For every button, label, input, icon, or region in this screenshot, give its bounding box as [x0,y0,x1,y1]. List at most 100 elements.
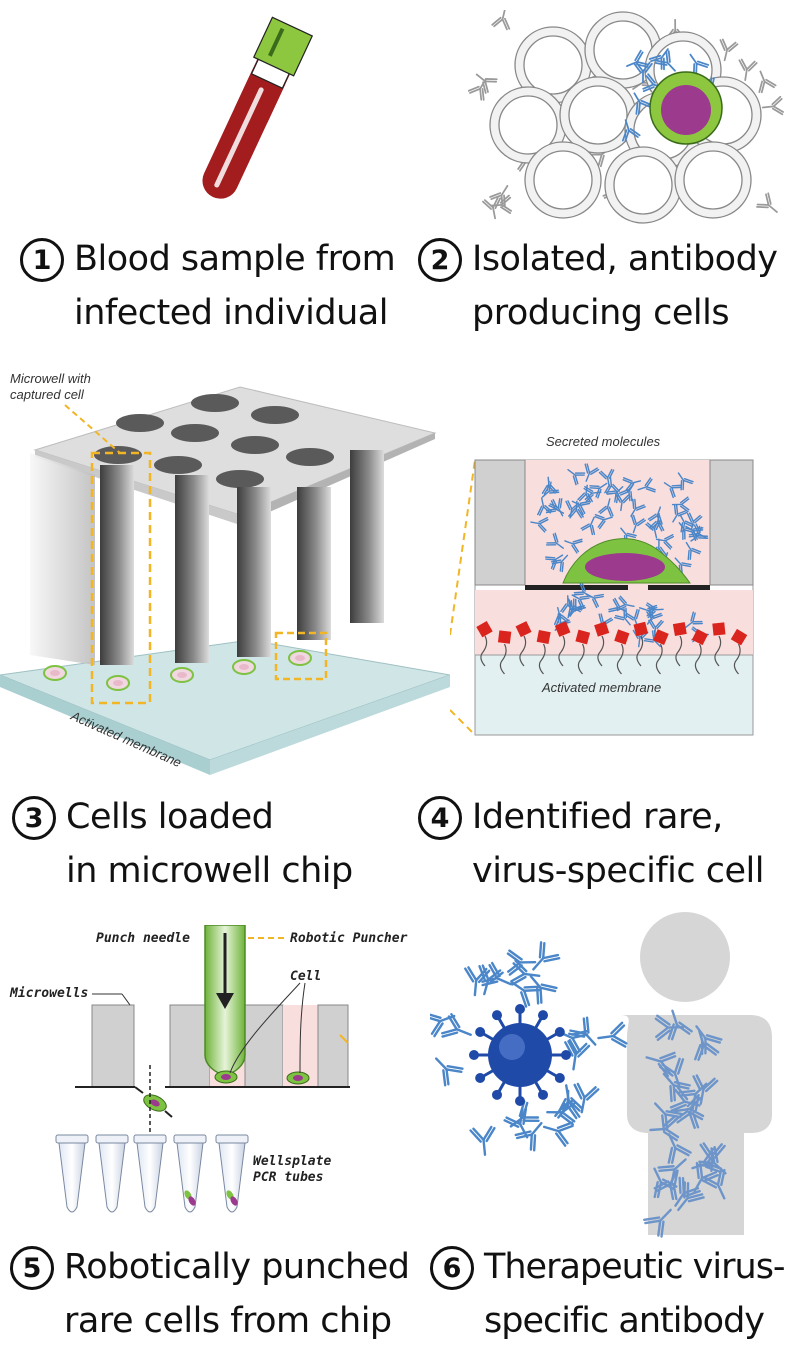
antibody-icon [648,513,665,532]
antibody-icon [514,1121,543,1152]
capture-marker [536,629,551,675]
antibody-icon [529,975,558,1005]
antibody-icon [630,514,646,534]
microwell-wall [244,1004,284,1088]
pcr-tube-icon [95,1134,129,1213]
wellsplate-label: Wellsplate [253,1154,331,1169]
captured-cell [106,675,130,691]
step-number: 1 [20,238,64,282]
step-6: 6 Therapeutic virus- specific antibody [430,1240,786,1348]
step-4: 4 Identified rare, virus-specific cell [418,790,764,898]
pcr-tube-icon [215,1134,249,1213]
antibody-icon [663,482,682,499]
capture-marker [476,620,493,667]
step-number: 3 [12,796,56,840]
microwells-label: Microwells [9,986,88,1001]
microwell-hole [286,448,334,466]
microwell-column [297,487,331,640]
antibody-icon [648,619,664,638]
antibody-icon [532,941,561,971]
antibody-icon [551,554,569,573]
capture-marker [653,629,669,675]
blood-tube-figure [202,16,314,199]
cell [514,26,592,104]
antibody-icon [630,498,646,517]
antibody-icon [614,607,631,626]
punch-needle [204,925,246,1076]
captured-cell [170,667,194,683]
membrane-label: Activated membrane [541,680,661,695]
cell-label: Cell [290,969,321,984]
step-number: 2 [418,238,462,282]
antibody-icon [695,1025,723,1056]
antibody-icon [756,192,778,213]
well-wall-left [474,459,526,586]
antibody-icon [530,517,549,533]
step-5: 5 Robotically punched rare cells from ch… [10,1240,410,1348]
antibody-icon [654,1014,685,1041]
antibody-icon [489,184,509,208]
antibody-icon [686,512,703,531]
antibody-icon [573,1082,600,1114]
cell-in-well [286,1071,310,1085]
activated-membrane [474,654,754,736]
microwell-wall [91,1004,135,1088]
cell [559,76,637,154]
pcr-tube-icon [55,1134,89,1213]
capture-marker [672,622,687,667]
antibody-icon [616,595,635,612]
antibody-icon [589,482,608,499]
antibody-icon [594,513,613,530]
antibody-icon [542,1121,574,1147]
antibody-icon [685,525,704,542]
step-2: 2 Isolated, antibody producing cells [418,232,778,340]
capture-marker [575,629,591,675]
cell-in-needle [214,1070,238,1084]
antibody-icon [569,598,587,617]
antibody-icon [564,1040,591,1071]
antibody-icon [618,483,635,502]
antibody-icon [649,1115,680,1142]
antibody-icon [580,516,596,536]
antibody-icon [699,1142,726,1173]
microwell-wall [169,1004,211,1088]
antibody-icon [571,500,591,516]
antibody-icon [546,1099,576,1126]
antibody-icon [643,1208,672,1238]
antibody-icon [482,196,502,220]
antibody-icon [626,49,649,68]
microwell-hole [154,456,202,474]
antibody-icon [685,611,703,629]
antibody-icon [645,602,664,619]
capture-marker [497,630,512,675]
microwell-column [175,475,209,663]
antibody-icon [604,475,620,495]
capture-marker [594,621,610,667]
capture-marker [633,621,649,667]
virus-icon [469,1004,571,1106]
antibody-icon [671,496,690,513]
pcr-tubes-label: PCR tubes [253,1170,323,1185]
antibody-icon [577,484,593,503]
antibody-icon [608,597,627,613]
punch-needle-label: Punch needle [96,931,190,946]
antibody-icon [597,1021,628,1048]
antibody-icon [584,463,600,482]
antibody-icon [758,70,777,94]
step-caption: Cells loaded in microwell chip [66,797,353,891]
antibody-icon [655,533,675,550]
antibody-icon [510,981,541,1008]
microwell-callout-box [90,451,152,705]
antibody-icon [648,48,669,71]
capture-marker [730,628,748,675]
membrane-slab [0,639,450,761]
cell [674,141,752,219]
microwell-hole [94,446,142,464]
antibody-icon [491,10,511,31]
step-number: 4 [418,796,462,840]
antibody-icon [657,1158,687,1187]
antibody-producing-cell [649,71,723,145]
cell-callout-box [274,631,328,681]
cell-falling [143,1094,167,1112]
step-caption: Identified rare, virus-specific cell [472,797,764,891]
